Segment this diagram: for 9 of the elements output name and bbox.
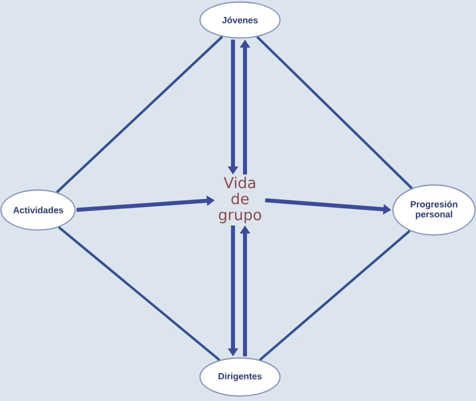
ellipse-node: Progresión personal <box>392 184 476 236</box>
center-label: Vida de grupo <box>218 176 262 224</box>
ellipse-node: Actividades <box>0 189 76 231</box>
connector-line <box>58 226 220 362</box>
connector-line <box>259 230 411 361</box>
connector-line <box>56 36 224 194</box>
ellipse-node: Dirigentes <box>199 357 281 397</box>
connector-line <box>256 36 413 190</box>
ellipse-node: Jóvenes <box>199 1 281 39</box>
